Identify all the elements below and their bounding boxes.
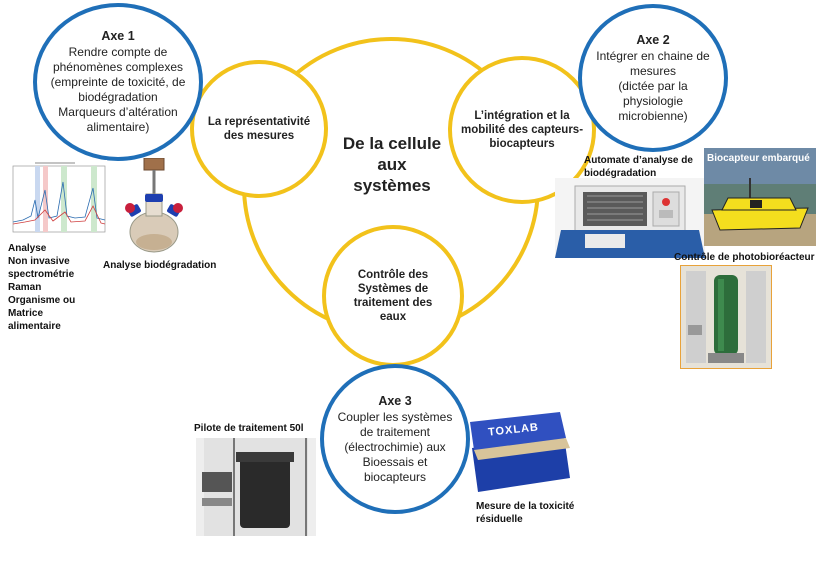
biodegradation-flask-image [125,158,183,253]
automate-label-line: Automate d’analyse de [584,155,693,166]
axe1-line: alimentaire) [86,120,150,134]
axe1-line: (empreinte de toxicité, de [50,75,186,89]
circle-representativite-label: La représentativité des mesures [207,116,311,142]
axe2-title: Axe 2 [636,32,670,47]
axe3-line: biocapteurs [363,469,427,484]
toxicite-label-line: résiduelle [476,514,523,525]
toxlab-box-image [470,412,570,492]
axe1-line: Marqueurs d’altération [58,105,178,119]
axe3-line: Bioessais et [362,454,428,469]
axe3-title: Axe 3 [378,393,412,408]
axe2-line: physiologie [622,93,684,108]
raman-label: Analyse Non invasive spectrométrie Raman… [8,242,98,333]
toxicite-label-line: Mesure de la toxicité [476,501,575,512]
automate-machine-image [555,178,705,258]
circle-representativite: La représentativité des mesures [190,60,328,198]
raman-label-line: Analyse [8,243,47,254]
axe2-line: Intégrer en chaine de [596,48,710,63]
automate-label: Automate d’analyse de biodégradation [584,154,704,180]
center-title-line2: aux [377,155,407,174]
raman-label-line: spectrométrie [8,269,75,280]
treatment-pilot-image [196,438,316,536]
circle-integration-label: L’intégration et la mobilité des capteur… [460,110,584,150]
raman-label-line: Matrice [8,308,44,319]
axe2-line: mesures [629,63,676,78]
axe1-line: biodégradation [78,90,158,104]
axe3-line: de traitement [359,424,431,439]
center-title-line3: systèmes [353,176,431,195]
axe2-circle: Axe 2 Intégrer en chaine de mesures (dic… [578,4,728,152]
raman-label-line: Organisme ou [8,295,76,306]
raman-label-line: Raman [8,282,42,293]
boat-biosensor-image [704,148,816,246]
automate-label-line: biodégradation [584,168,657,179]
axe1-circle: Axe 1 Rendre compte de phénomènes comple… [33,3,203,161]
axe3-line: (électrochimie) aux [344,439,446,454]
axe1-title: Axe 1 [101,29,135,43]
toxicite-label: Mesure de la toxicité résiduelle [476,500,606,526]
center-title-line1: De la cellule [342,134,442,153]
photobioreacteur-label: Contrôle de photobioréacteur [674,252,815,263]
raman-label-line: Non invasive [8,256,70,267]
center-title: De la cellule aux systèmes [330,133,454,196]
biocapteur-label: Biocapteur embarqué [707,153,810,164]
pilote-label: Pilote de traitement 50l [194,423,304,434]
circle-controle: Contrôle des Systèmes de traitement des … [322,225,464,367]
photobioreactor-image [680,265,772,369]
axe3-circle: Axe 3 Coupler les systèmes de traitement… [320,364,470,514]
axe1-line: phénomènes complexes [52,60,184,74]
axe1-line: Rendre compte de [68,45,168,59]
axe2-line: microbienne) [618,108,688,123]
raman-label-line: alimentaire [8,321,61,332]
raman-spectrum-image [5,160,107,240]
circle-controle-label: Contrôle des Systèmes de traitement des … [353,269,433,323]
axe3-line: Coupler les systèmes [337,409,453,424]
axe2-line: (dictée par la [618,78,688,93]
biodegradation-label: Analyse biodégradation [103,260,217,271]
